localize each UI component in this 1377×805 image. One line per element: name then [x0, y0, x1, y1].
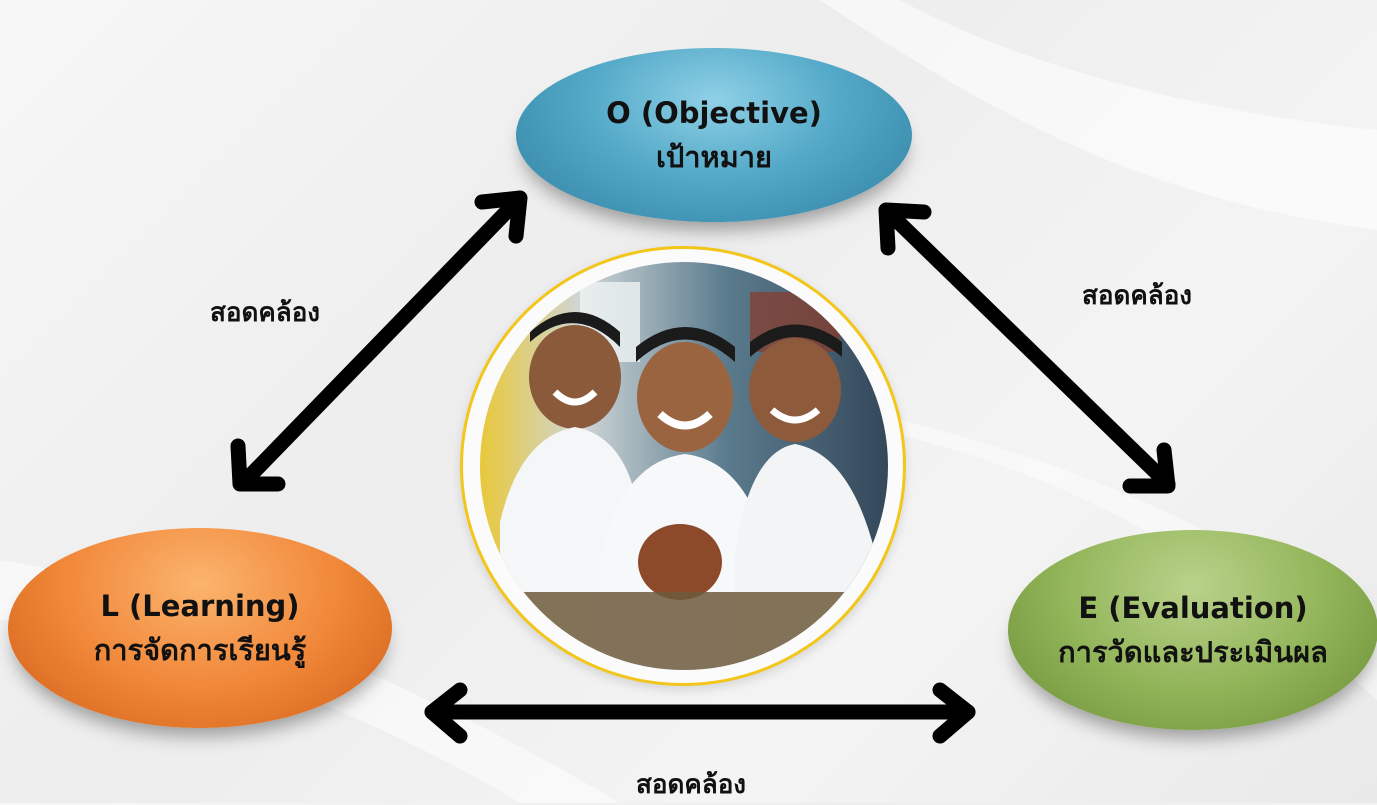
arrow-objective-learning — [230, 190, 528, 492]
node-objective: O (Objective) เป้าหมาย — [516, 48, 912, 222]
arrow-learning-evaluation — [424, 682, 976, 744]
node-learning-title: L (Learning) — [100, 589, 300, 623]
relation-label-objective-learning: สอดคล้อง — [210, 298, 321, 328]
students-photo — [480, 262, 888, 670]
node-learning-subtitle: การจัดการเรียนรู้ — [93, 633, 307, 667]
arrow-objective-evaluation — [878, 202, 1176, 494]
node-objective-subtitle: เป้าหมาย — [655, 140, 773, 174]
relation-label-learning-evaluation: สอดคล้อง — [636, 770, 747, 800]
relation-label-objective-evaluation: สอดคล้อง — [1082, 281, 1193, 311]
node-learning: L (Learning) การจัดการเรียนรู้ — [8, 528, 392, 728]
node-objective-title: O (Objective) — [606, 96, 822, 130]
node-evaluation: E (Evaluation) การวัดและประเมินผล — [1008, 530, 1377, 730]
node-evaluation-subtitle: การวัดและประเมินผล — [1058, 635, 1328, 669]
node-evaluation-title: E (Evaluation) — [1078, 591, 1308, 625]
